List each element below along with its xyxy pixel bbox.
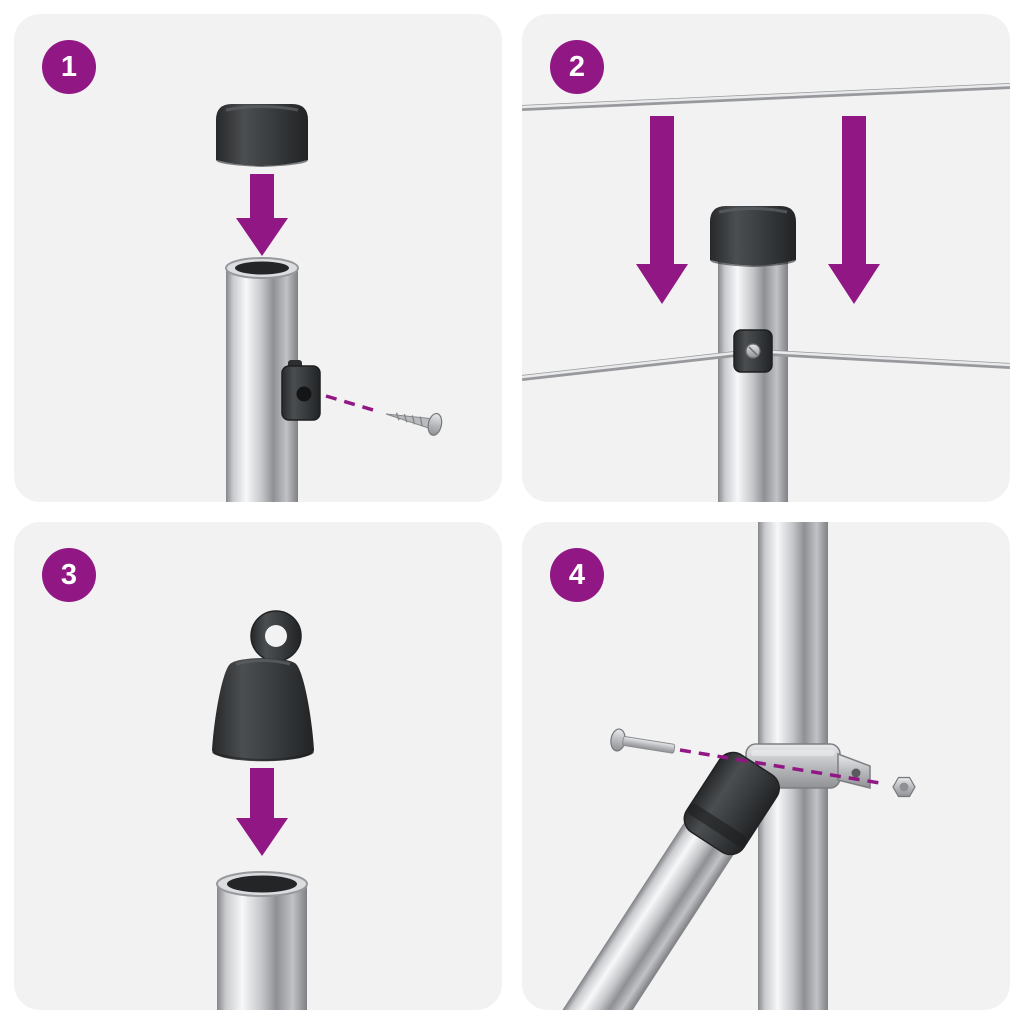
post-tube-open-top (216, 871, 308, 1010)
eyelet-cap (212, 610, 314, 762)
post-cap (216, 104, 308, 167)
step-number-3: 3 (60, 558, 78, 591)
screw-icon (385, 412, 443, 436)
step-badge-1: 1 (42, 40, 96, 94)
top-wire (522, 83, 1010, 111)
down-arrow-icon (236, 174, 288, 256)
step3-illustration (212, 610, 314, 1010)
step-panel-2: 2 (522, 14, 1010, 502)
down-arrow-left-icon (636, 116, 688, 304)
post-cap (710, 206, 796, 267)
bolt-icon (610, 728, 676, 754)
wire-clamp (733, 329, 773, 373)
step-panel-4: 4 (522, 522, 1010, 1010)
step-badge-4: 4 (550, 548, 604, 602)
down-arrow-icon (236, 768, 288, 856)
nut-icon (892, 776, 916, 798)
dashed-guide-line (679, 748, 887, 786)
step-number-1: 1 (60, 50, 78, 83)
post-tube (718, 254, 788, 502)
step-badge-3: 3 (42, 548, 96, 602)
dashed-guide-line (325, 394, 381, 414)
step2-illustration (522, 83, 1010, 502)
step1-illustration (216, 104, 443, 502)
step-panel-3: 3 (14, 522, 502, 1010)
step-badge-2: 2 (550, 40, 604, 94)
clamp-block (281, 360, 321, 421)
step-number-2: 2 (568, 50, 586, 83)
step4-illustration (540, 522, 916, 1010)
step-number-4: 4 (568, 558, 586, 591)
brace-joint (683, 751, 780, 856)
step-panel-1: 1 (14, 14, 502, 502)
down-arrow-right-icon (828, 116, 880, 304)
